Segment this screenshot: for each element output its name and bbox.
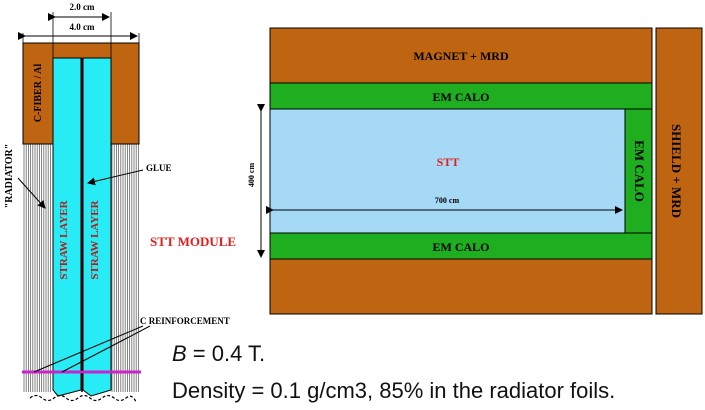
straw-layer-left: [52, 57, 82, 397]
straw-layer-left-label: STRAW LAYER: [58, 199, 70, 279]
straw-layer-right-label: STRAW LAYER: [89, 199, 101, 279]
height-label: 400 cm: [247, 163, 256, 188]
shield-mrd-label: SHIELD + MRD: [669, 124, 684, 218]
reinforcement-label: C REINFORCEMENT: [140, 316, 230, 326]
cut-line: [29, 394, 137, 403]
stt-volume: [269, 108, 626, 234]
em-calo-side-label: EM CALO: [632, 140, 647, 202]
reinforcement-pointer-2: [61, 325, 151, 373]
glue-label: GLUE: [146, 163, 172, 173]
b-value: = 0.4 T.: [186, 341, 266, 366]
em-calo-top-label: EM CALO: [433, 90, 490, 104]
b-symbol: B: [172, 341, 187, 366]
c-fiber-label: C-FIBER / Al: [33, 64, 44, 123]
glue-pointer: [87, 169, 144, 186]
shield-mrd: [655, 27, 703, 315]
detector-drawing: MAGNET + MRD EM CALO STT EM CALO EM CALO…: [247, 27, 703, 315]
reinforcement-pointer-1: [33, 325, 144, 373]
em-calo-bottom-label: EM CALO: [433, 240, 490, 254]
dim-2cm-label: 2.0 cm: [70, 2, 95, 12]
magnet-mrd-label: MAGNET + MRD: [413, 49, 509, 63]
radiator-foils: [23, 144, 139, 392]
radiator-pointer: [17, 177, 46, 209]
radiator-label: "RADIATOR": [4, 144, 15, 209]
stt-module-drawing: 2.0 cm 4.0 cm C-FIBER / Al "RADIATOR" ST…: [4, 2, 236, 403]
stt-module-label: STT MODULE: [150, 234, 236, 249]
density-caption: Density = 0.1 g/cm3, 85% in the radiator…: [172, 378, 616, 403]
magnet-mrd-bottom: [269, 258, 653, 315]
em-calo-top: [269, 82, 653, 110]
em-calo-side: [624, 108, 653, 234]
dim-4cm-label: 4.0 cm: [70, 22, 95, 32]
em-calo-bottom: [269, 232, 653, 260]
magnetic-field-caption: B = 0.4 T.: [172, 341, 265, 367]
width-label: 700 cm: [435, 196, 460, 205]
magnet-mrd-top: [269, 27, 653, 84]
straw-layer-right: [82, 57, 112, 397]
stt-label: STT: [437, 155, 460, 169]
